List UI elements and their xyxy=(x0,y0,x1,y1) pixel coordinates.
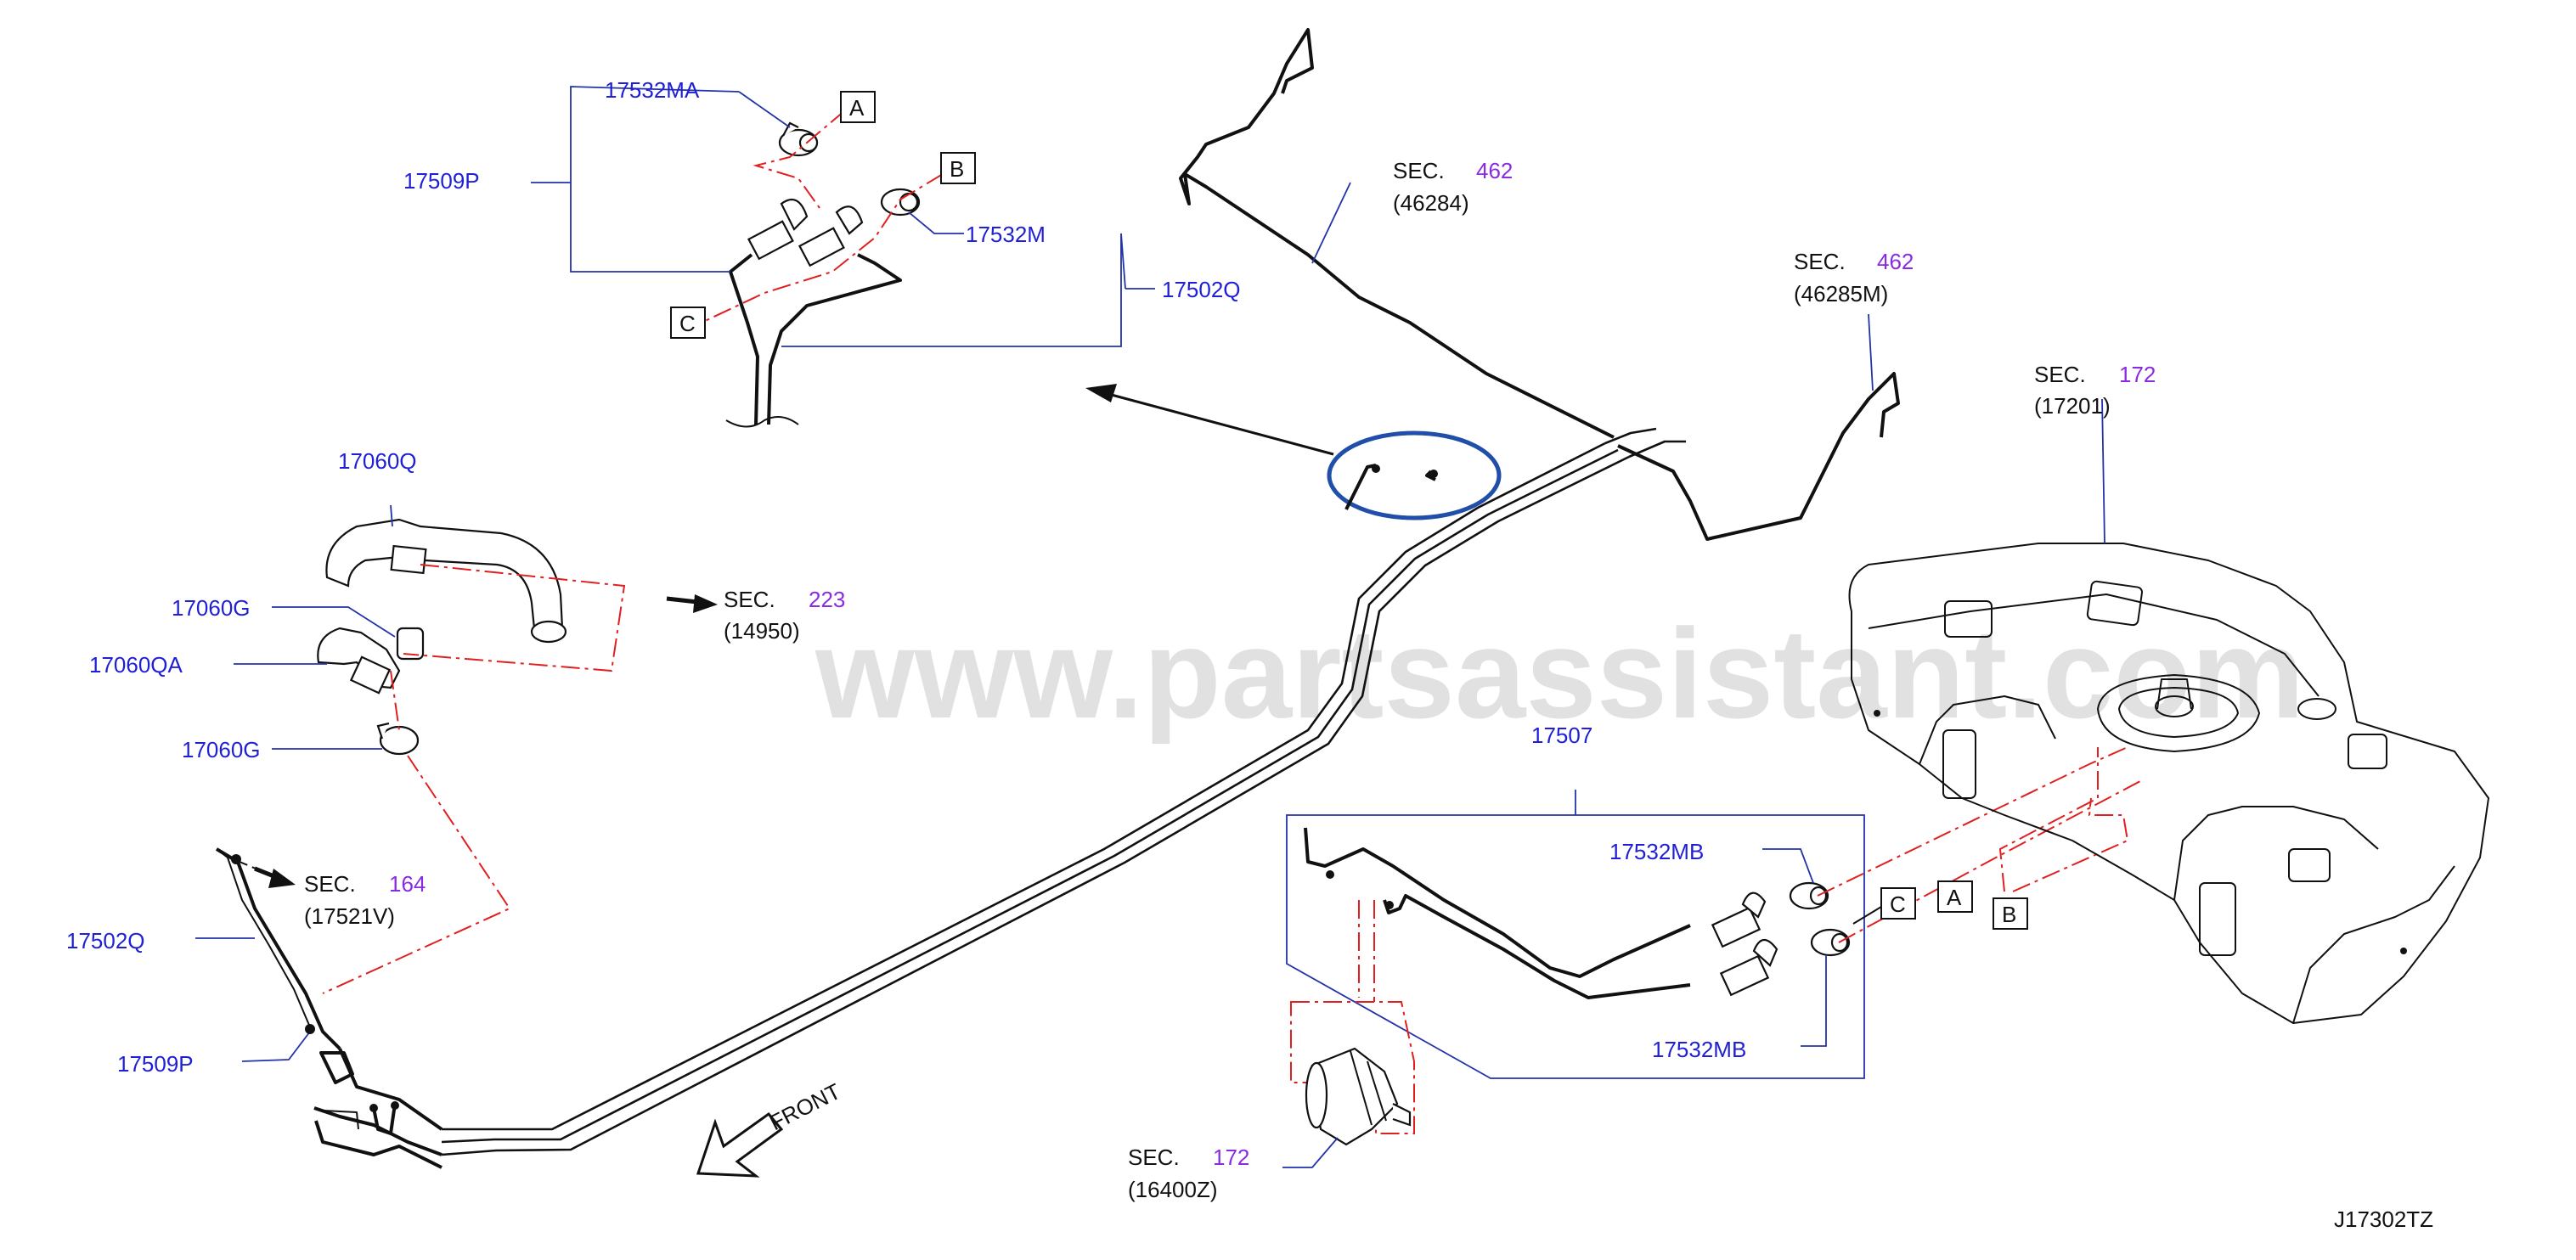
watermark: www.partsassistant.com xyxy=(815,602,2304,745)
quick-connector-right-lower xyxy=(1719,938,1778,997)
label-17060QA: 17060QA xyxy=(89,652,183,678)
letter-box-top-b: B xyxy=(940,152,976,184)
section-ref-16400Z: SEC. 172 (16400Z) xyxy=(1128,1145,1249,1202)
svg-text:(14950): (14950) xyxy=(724,618,800,644)
svg-text:172: 172 xyxy=(1213,1145,1249,1170)
fuel-filter xyxy=(1305,1047,1412,1146)
leader-17532M xyxy=(908,211,964,234)
svg-text:164: 164 xyxy=(389,871,426,897)
red-chain-b xyxy=(1838,780,2141,943)
svg-text:A: A xyxy=(1947,885,1962,910)
red-chain-a xyxy=(1817,746,2128,897)
letter-box-top-c: C xyxy=(670,307,706,339)
svg-text:(46285M): (46285M) xyxy=(1794,281,1888,307)
hose-17060QA xyxy=(317,627,401,695)
label-17532MB-1: 17532MB xyxy=(1609,839,1704,864)
hose-17060Q xyxy=(325,518,567,644)
section-ref-17521V: SEC. 164 (17521V) xyxy=(304,871,426,929)
letter-box-right-a: A xyxy=(1937,880,1973,913)
label-17532MB-2: 17532MB xyxy=(1652,1037,1746,1062)
detail-arrow xyxy=(1095,389,1334,456)
svg-text:C: C xyxy=(679,311,696,336)
clip-17532M xyxy=(880,188,921,217)
leader-17502Q-top xyxy=(781,233,1126,347)
left-lower-tubes xyxy=(215,847,443,1169)
label-17060G-1: 17060G xyxy=(172,595,251,621)
svg-text:(46284): (46284) xyxy=(1393,190,1469,216)
label-17509P-left: 17509P xyxy=(117,1051,194,1077)
svg-text:C: C xyxy=(1890,892,1906,917)
svg-text:SEC.: SEC. xyxy=(1393,158,1445,183)
svg-text:FRONT: FRONT xyxy=(765,1078,845,1135)
svg-text:(17201): (17201) xyxy=(2034,393,2111,419)
letter-box-top-a: A xyxy=(840,91,876,123)
leader-17532MB-1 xyxy=(1762,848,1814,884)
svg-text:B: B xyxy=(950,156,964,182)
letter-box-right-b: B xyxy=(1993,897,2028,930)
quick-connector-top-left xyxy=(747,198,809,261)
leader-16400Z xyxy=(1282,1137,1339,1168)
clamp-17060G-lower xyxy=(376,722,420,756)
detail-circle xyxy=(1327,430,1502,520)
section-ref-46284: SEC. 462 (46284) xyxy=(1393,158,1513,216)
leader-46284 xyxy=(1311,182,1351,264)
clip-17532MB-upper xyxy=(1789,881,1829,910)
svg-text:SEC.: SEC. xyxy=(724,587,775,612)
label-17502Q-top: 17502Q xyxy=(1162,277,1241,302)
front-arrow: FRONT xyxy=(696,1078,845,1178)
label-17507: 17507 xyxy=(1531,723,1592,748)
svg-text:SEC.: SEC. xyxy=(1794,249,1846,274)
svg-text:223: 223 xyxy=(809,587,845,612)
label-17532MA: 17532MA xyxy=(605,77,700,103)
tube-to-46285M xyxy=(1617,372,1900,541)
svg-text:172: 172 xyxy=(2119,362,2156,387)
tube-to-46284 xyxy=(1179,28,1615,439)
leader-17532MB-2 xyxy=(1801,955,1827,1047)
clip-17532MB-lower xyxy=(1810,928,1851,957)
label-17532M: 17532M xyxy=(966,222,1046,247)
svg-text:SEC.: SEC. xyxy=(1128,1145,1180,1170)
svg-text:462: 462 xyxy=(1476,158,1513,183)
right-detail-tubes xyxy=(1304,827,1851,999)
svg-text:462: 462 xyxy=(1877,249,1914,274)
leader-17201 xyxy=(2101,398,2105,544)
quick-connector-top-right xyxy=(798,205,864,267)
svg-text:(16400Z): (16400Z) xyxy=(1128,1177,1218,1202)
label-17502Q-left: 17502Q xyxy=(66,928,145,953)
leader-17509P-top xyxy=(570,86,740,273)
leader-46285M xyxy=(1868,313,1874,391)
leader-17509P-left xyxy=(241,1031,311,1062)
detail-tube-a xyxy=(1344,464,1377,510)
clamp-17060G-upper xyxy=(396,627,425,661)
detail-box-17507 xyxy=(1286,814,1865,1079)
section-ref-17201: SEC. 172 (17201) xyxy=(2034,362,2156,419)
svg-text:SEC.: SEC. xyxy=(2034,362,2086,387)
svg-text:(17521V): (17521V) xyxy=(304,903,395,929)
top-detail xyxy=(704,110,944,428)
section-ref-46285M: SEC. 462 (46285M) xyxy=(1794,249,1914,307)
label-17060Q: 17060Q xyxy=(338,448,417,474)
svg-text:B: B xyxy=(2002,902,2016,927)
quick-connector-right-upper xyxy=(1711,892,1767,948)
main-fuel-tube-bundle xyxy=(441,427,1686,1156)
label-17509P-top: 17509P xyxy=(403,168,480,194)
red-chain-filter xyxy=(1358,900,1375,1002)
fuel-tank xyxy=(1848,543,2489,1024)
drawing-code: J17302TZ xyxy=(2334,1207,2433,1232)
clip-17532MA xyxy=(778,121,819,157)
label-17060G-2: 17060G xyxy=(182,737,261,762)
svg-text:A: A xyxy=(849,95,865,121)
svg-text:SEC.: SEC. xyxy=(304,871,356,897)
leader-17060Q xyxy=(390,504,393,527)
leader-17060G-1 xyxy=(272,606,396,638)
letter-box-right-c: C xyxy=(1880,887,1916,920)
section-ref-14950: SEC. 223 (14950) xyxy=(724,587,845,644)
